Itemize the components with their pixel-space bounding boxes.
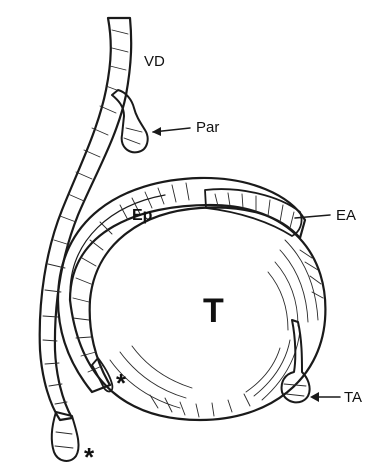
label-vd: VD — [144, 53, 165, 70]
label-star-inner: * — [116, 368, 127, 398]
label-star-lower: * — [84, 442, 95, 468]
label-ea: EA — [336, 207, 356, 224]
label-par: Par — [196, 119, 219, 136]
label-ta: TA — [344, 389, 362, 406]
label-t: T — [203, 292, 224, 330]
testis-body — [70, 205, 325, 420]
arrow-par — [152, 127, 190, 136]
inner-appendage — [92, 358, 112, 391]
appendix-epididymis-shape — [205, 189, 302, 236]
vas-deferens — [40, 18, 131, 420]
paradidymis — [112, 90, 148, 152]
arrow-ta — [310, 392, 340, 402]
epididymis — [58, 178, 305, 392]
appendix-testis — [282, 320, 310, 402]
label-ep: Ep — [132, 207, 153, 224]
